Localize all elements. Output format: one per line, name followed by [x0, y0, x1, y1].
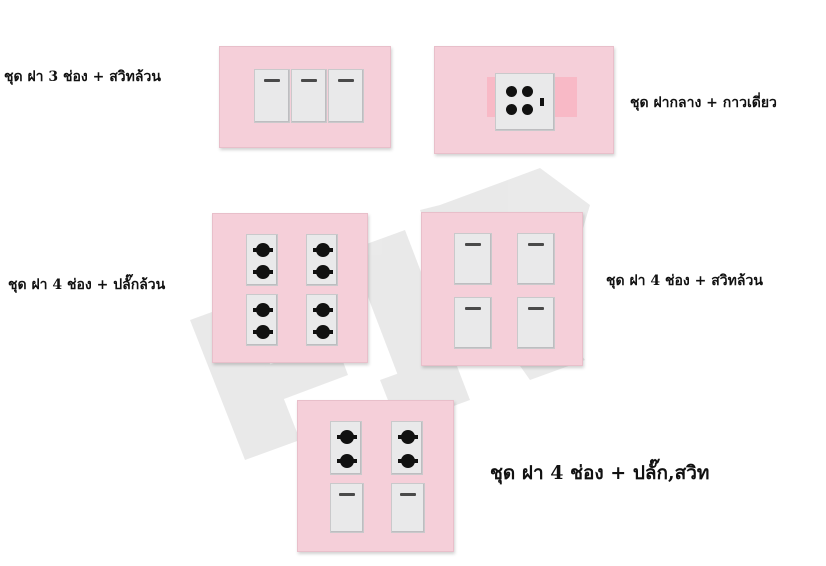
socket-2[interactable]	[391, 421, 423, 475]
socket-hole-icon	[313, 303, 333, 317]
switch-led-icon	[400, 493, 416, 496]
switch-led-icon	[465, 243, 481, 246]
plate-mixed	[297, 400, 454, 552]
socket-hole-icon	[506, 104, 517, 115]
socket-hole-icon	[313, 265, 333, 279]
socket-2[interactable]	[306, 234, 338, 286]
switch-2[interactable]	[291, 69, 327, 123]
switch-led-icon	[528, 307, 544, 310]
switch-led-icon	[264, 79, 280, 82]
switch-led-icon	[528, 243, 544, 246]
plate-4-socket	[212, 213, 368, 363]
socket-hole-icon	[253, 243, 273, 257]
label-4-gang-switch: ชุด ฝา 4 ช่อง + สวิทล้วน	[606, 273, 763, 289]
socket-hole-icon	[522, 104, 533, 115]
switch-led-icon	[338, 79, 354, 82]
plate-4-switch	[421, 212, 583, 366]
switch-3[interactable]	[454, 297, 492, 349]
socket-1[interactable]	[330, 421, 362, 475]
socket-hole-icon	[337, 430, 357, 444]
socket-3[interactable]	[246, 294, 278, 346]
universal-socket[interactable]	[495, 73, 555, 131]
socket-4[interactable]	[306, 294, 338, 346]
switch-2[interactable]	[517, 233, 555, 285]
socket-1[interactable]	[246, 234, 278, 286]
plate-3-switch	[219, 46, 391, 148]
socket-hole-icon	[253, 303, 273, 317]
ground-hole-icon	[540, 98, 544, 106]
switch-1[interactable]	[330, 483, 364, 533]
switch-3[interactable]	[328, 69, 364, 123]
switch-1[interactable]	[254, 69, 290, 123]
plate-accent	[555, 77, 577, 117]
switch-4[interactable]	[517, 297, 555, 349]
socket-hole-icon	[337, 454, 357, 468]
plate-center-outlet	[434, 46, 614, 154]
socket-hole-icon	[313, 325, 333, 339]
label-4-gang-mixed: ชุด ฝา 4 ช่อง + ปลั๊ก,สวิท	[490, 462, 710, 484]
socket-hole-icon	[506, 86, 517, 97]
label-3-gang-switch: ชุด ฝา 3 ช่อง + สวิทล้วน	[4, 69, 161, 85]
switch-led-icon	[465, 307, 481, 310]
label-4-gang-socket: ชุด ฝา 4 ช่อง + ปลั๊กล้วน	[8, 277, 166, 293]
socket-hole-icon	[522, 86, 533, 97]
switch-led-icon	[301, 79, 317, 82]
socket-hole-icon	[313, 243, 333, 257]
switch-1[interactable]	[454, 233, 492, 285]
socket-hole-icon	[253, 325, 273, 339]
switch-2[interactable]	[391, 483, 425, 533]
socket-hole-icon	[398, 430, 418, 444]
socket-hole-icon	[253, 265, 273, 279]
socket-hole-icon	[398, 454, 418, 468]
label-center-single: ชุด ฝากลาง + กาวเดี่ยว	[630, 95, 777, 111]
switch-led-icon	[339, 493, 355, 496]
